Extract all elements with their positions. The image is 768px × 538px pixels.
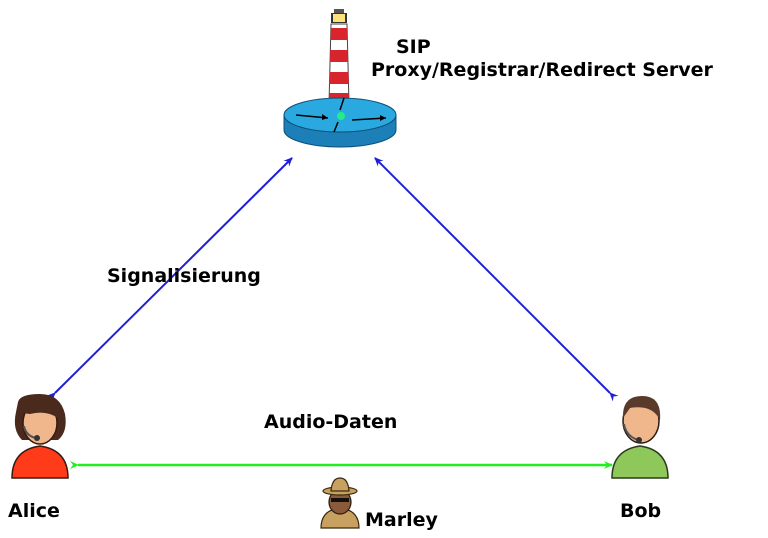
signaling-link-bob (374, 157, 619, 402)
signaling-label: Signalisierung (107, 265, 261, 287)
router-icon (283, 97, 397, 148)
lighthouse-icon (328, 9, 350, 105)
marley-avatar (320, 477, 360, 529)
alice-avatar (11, 394, 69, 479)
bob-avatar (611, 396, 669, 479)
bob-label: Bob (620, 500, 662, 522)
marley-label: Marley (365, 509, 438, 531)
server-label-line2: Proxy/Registrar/Redirect Server (371, 59, 713, 81)
signaling-link-alice (46, 157, 293, 402)
server-label-line1: SIP (396, 36, 431, 58)
audio-label: Audio-Daten (264, 411, 398, 433)
alice-label: Alice (8, 500, 60, 522)
